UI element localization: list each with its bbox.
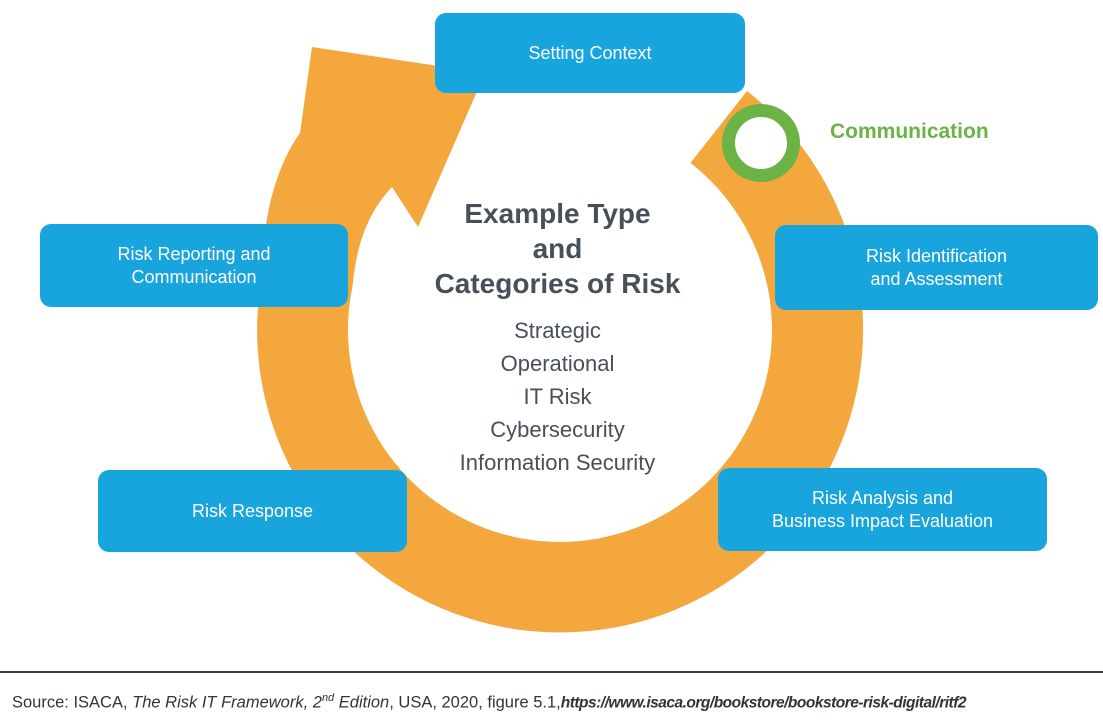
source-work-title: The Risk IT Framework, 2: [132, 693, 322, 712]
risk-category-item: IT Risk: [523, 384, 592, 409]
stage-box-setting-context: Setting Context: [435, 13, 745, 93]
stage-box-risk-response: Risk Response: [98, 470, 407, 552]
source-edition: Edition: [334, 693, 390, 712]
communication-marker-icon: [722, 104, 800, 182]
source-url: https://www.isaca.org/bookstore/bookstor…: [560, 694, 967, 712]
risk-category-item: Strategic: [514, 318, 601, 343]
communication-label: Communication: [830, 120, 989, 143]
source-ordinal-suffix: nd: [321, 692, 335, 704]
source-middle: , USA, 2020, figure 5.1,: [389, 693, 561, 712]
stage-box-risk-identification-and-assessment: Risk Identification and Assessment: [775, 225, 1098, 310]
risk-category-item: Information Security: [459, 450, 656, 475]
source-caption: Source: ISACA, The Risk IT Framework, 2n…: [12, 692, 1102, 713]
center-title: Example Type and Categories of Risk: [434, 198, 681, 299]
stage-box-risk-reporting-and-communication: Risk Reporting and Communication: [40, 224, 348, 307]
source-prefix: Source: ISACA,: [12, 693, 133, 712]
risk-category-item: Operational: [500, 351, 615, 376]
divider-line: [0, 671, 1103, 673]
stage-box-risk-analysis-and-business-impact-evaluation: Risk Analysis and Business Impact Evalua…: [718, 468, 1047, 551]
risk-category-item: Cybersecurity: [490, 417, 625, 442]
risk-category-list: Strategic Operational IT Risk Cybersecur…: [360, 314, 755, 479]
center-text-block: Example Type and Categories of Risk Stra…: [360, 196, 755, 479]
cycle-arrow-ring: [257, 47, 864, 633]
